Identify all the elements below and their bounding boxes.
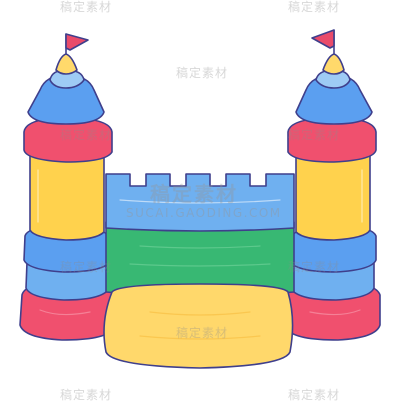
front-yellow-cushion <box>103 283 294 369</box>
cushion-line-1 <box>149 311 251 316</box>
left-tower-body <box>29 151 105 241</box>
right-tower-tip <box>322 53 345 75</box>
right-tower-body <box>295 151 371 241</box>
left-base-shine <box>39 309 91 316</box>
watermark-url: SUCAI.GAODING.COM <box>126 206 282 220</box>
watermark-brand: 稿定素材 <box>60 260 113 274</box>
right-tower <box>287 29 381 341</box>
floor-line-2 <box>129 263 271 267</box>
left-tower <box>19 33 113 341</box>
floor-line-1 <box>139 245 261 249</box>
watermark-brand: 稿定素材 <box>288 0 341 14</box>
left-tower-tip <box>55 53 78 75</box>
wall-highlight <box>119 199 281 204</box>
left-flag <box>65 33 89 51</box>
right-base-shine <box>309 309 361 316</box>
right-flag <box>311 29 335 49</box>
front-cushion <box>103 283 294 369</box>
watermark-brand: 稿定素材 <box>176 326 229 340</box>
watermark-brand: 稿定素材 <box>60 128 113 142</box>
watermark-brand: 稿定素材 <box>176 66 229 80</box>
watermark-brand: 稿定素材 <box>60 388 113 402</box>
watermark-brand: 稿定素材 <box>288 128 341 142</box>
watermark-brand: 稿定素材 <box>288 388 341 402</box>
watermark-brand-large: 稿定素材 <box>150 182 238 206</box>
center-wall <box>105 173 295 297</box>
cushion-line-2 <box>139 335 261 340</box>
watermark-brand: 稿定素材 <box>60 0 113 14</box>
watermark-brand: 稿定素材 <box>288 260 341 274</box>
